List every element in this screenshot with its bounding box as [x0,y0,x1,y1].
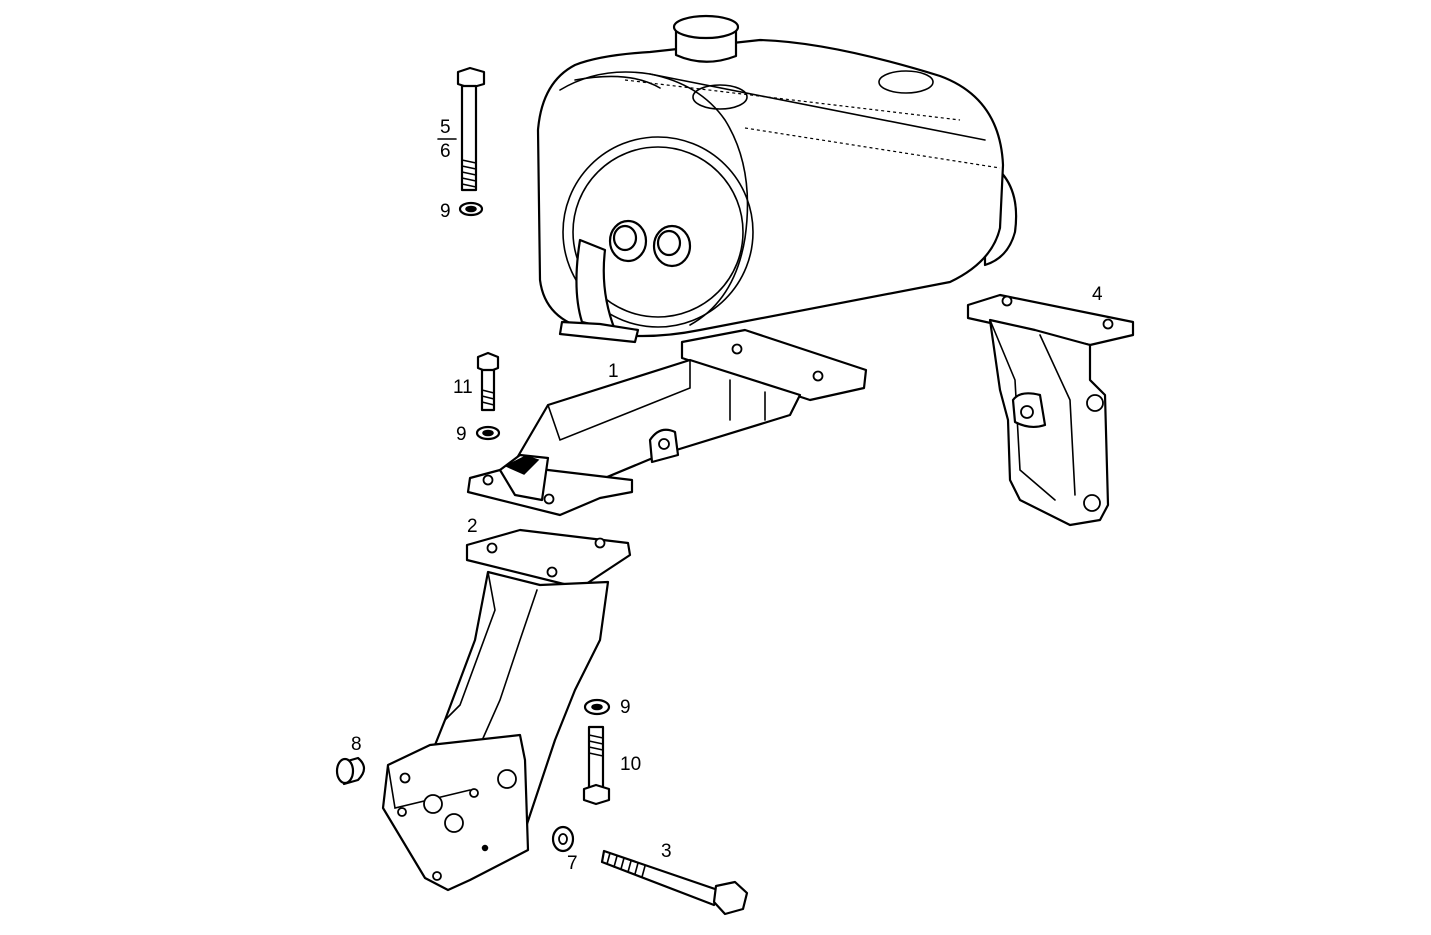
callout-6: 6 [440,141,451,162]
lower-support-bracket [381,528,632,892]
lock-washer-top [458,201,484,217]
callout-8: 8 [351,734,362,755]
rear-bracket [966,293,1135,527]
callout-4: 4 [1092,284,1103,305]
lock-washer-middle [475,425,501,441]
stud-bolt [582,725,611,806]
washer [551,825,575,853]
callout-3: 3 [661,841,672,862]
callout-5: 5 [440,117,451,138]
callout-2: 2 [467,516,478,537]
upper-support-bracket [466,328,868,517]
callout-10: 10 [620,754,641,775]
callout-11: 11 [453,377,473,398]
bushing [335,756,366,786]
lock-washer-lower [583,698,611,716]
short-screw [476,351,500,412]
callout-9-lower: 9 [620,697,631,718]
callout-9-top: 9 [440,201,451,222]
callout-7: 7 [567,853,578,874]
callout-9-middle: 9 [456,424,467,445]
callout-1: 1 [608,361,619,382]
long-bolt [600,849,749,916]
long-screw [456,66,486,192]
fuel-tank [536,14,1018,344]
